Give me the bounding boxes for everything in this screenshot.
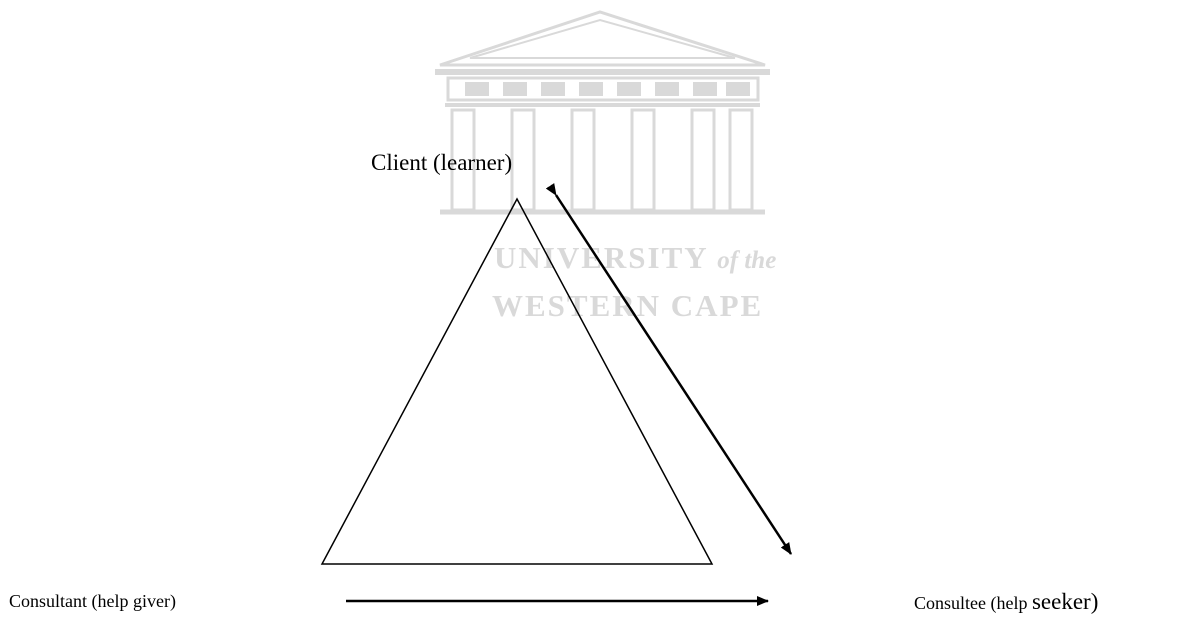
consultee-label: Consultee (help seeker) [914, 589, 1098, 615]
client-label: Client (learner) [371, 150, 513, 175]
consultee-label-suffix: seeker) [1031, 589, 1099, 614]
double-arrow-client-consultee [545, 183, 793, 555]
consultee-label-prefix: Consultee (help [914, 593, 1032, 613]
consultant-label: Consultant (help giver) [9, 591, 176, 611]
triangle [320, 197, 714, 565]
